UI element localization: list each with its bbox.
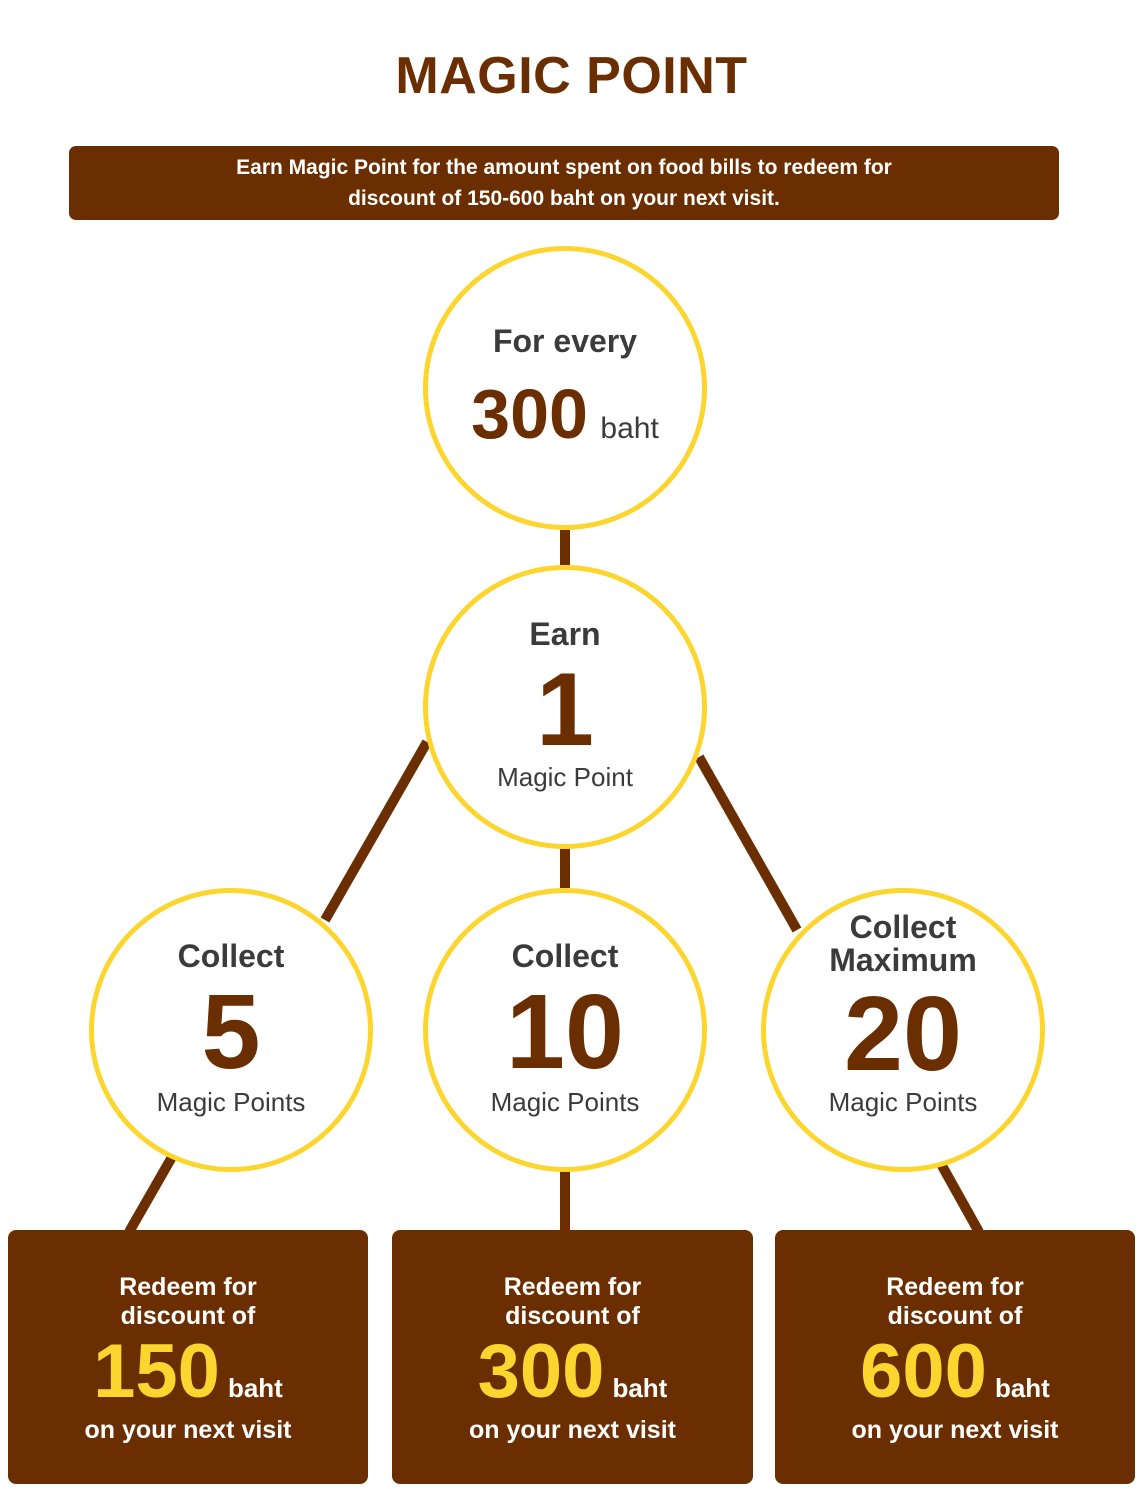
page-title: MAGIC POINT	[395, 47, 748, 105]
redeem-line-1: Redeem for	[886, 1273, 1024, 1301]
collect-circle-20: Collect Maximum 20 Magic Points	[761, 888, 1045, 1172]
redeem-unit: baht	[612, 1373, 668, 1403]
redeem-line-3: on your next visit	[469, 1416, 676, 1444]
connector-earn-to-collect-left	[320, 739, 432, 923]
earn-label: Earn	[529, 616, 601, 652]
connector-earn-to-collect-right	[694, 754, 802, 933]
redeem-unit: baht	[227, 1373, 283, 1403]
connector-collect-right-to-redeem	[936, 1161, 984, 1235]
collect-unit: Magic Points	[490, 1087, 640, 1117]
redeem-line-2: discount of	[887, 1302, 1023, 1330]
redeem-amount: 600	[860, 1329, 987, 1414]
collect-label: Collect	[511, 938, 619, 974]
redeem-line-3: on your next visit	[84, 1416, 292, 1444]
collect-value: 5	[201, 973, 261, 1091]
redeem-line-1: Redeem for	[503, 1273, 642, 1301]
earn-value: 1	[536, 652, 594, 768]
redeem-line-2: discount of	[505, 1302, 640, 1330]
redeem-amount: 150	[93, 1329, 220, 1414]
collect-label-line-1: Collect	[849, 909, 957, 945]
redeem-line-1: Redeem for	[119, 1273, 257, 1301]
intro-banner: Earn Magic Point for the amount spent on…	[69, 146, 1059, 220]
collect-unit: Magic Points	[828, 1087, 978, 1117]
spend-value: 300	[471, 375, 588, 453]
connector-collect-left-to-redeem	[124, 1154, 177, 1235]
earn-circle: Earn 1 Magic Point	[423, 565, 707, 849]
banner-line-1: Earn Magic Point for the amount spent on…	[236, 156, 892, 179]
banner-line-2: discount of 150-600 baht on your next vi…	[348, 187, 780, 210]
spend-label: For every	[492, 323, 638, 359]
collect-circle-5: Collect 5 Magic Points	[89, 888, 373, 1172]
collect-label-line-2: Maximum	[829, 942, 977, 978]
collect-value: 10	[506, 973, 624, 1091]
earn-unit: Magic Point	[497, 762, 633, 792]
redeem-line-3: on your next visit	[851, 1416, 1059, 1444]
spend-unit: baht	[600, 412, 659, 445]
collect-unit: Magic Points	[156, 1087, 306, 1117]
redeem-unit: baht	[994, 1373, 1050, 1403]
spend-amount-row: 300 baht	[428, 379, 702, 449]
collect-value: 20	[844, 975, 962, 1093]
spend-circle: For every 300 baht	[423, 246, 707, 530]
collect-circle-10: Collect 10 Magic Points	[423, 888, 707, 1172]
redeem-amount: 300	[477, 1329, 605, 1414]
collect-label: Collect	[177, 938, 285, 974]
redeem-line-2: discount of	[120, 1302, 256, 1330]
